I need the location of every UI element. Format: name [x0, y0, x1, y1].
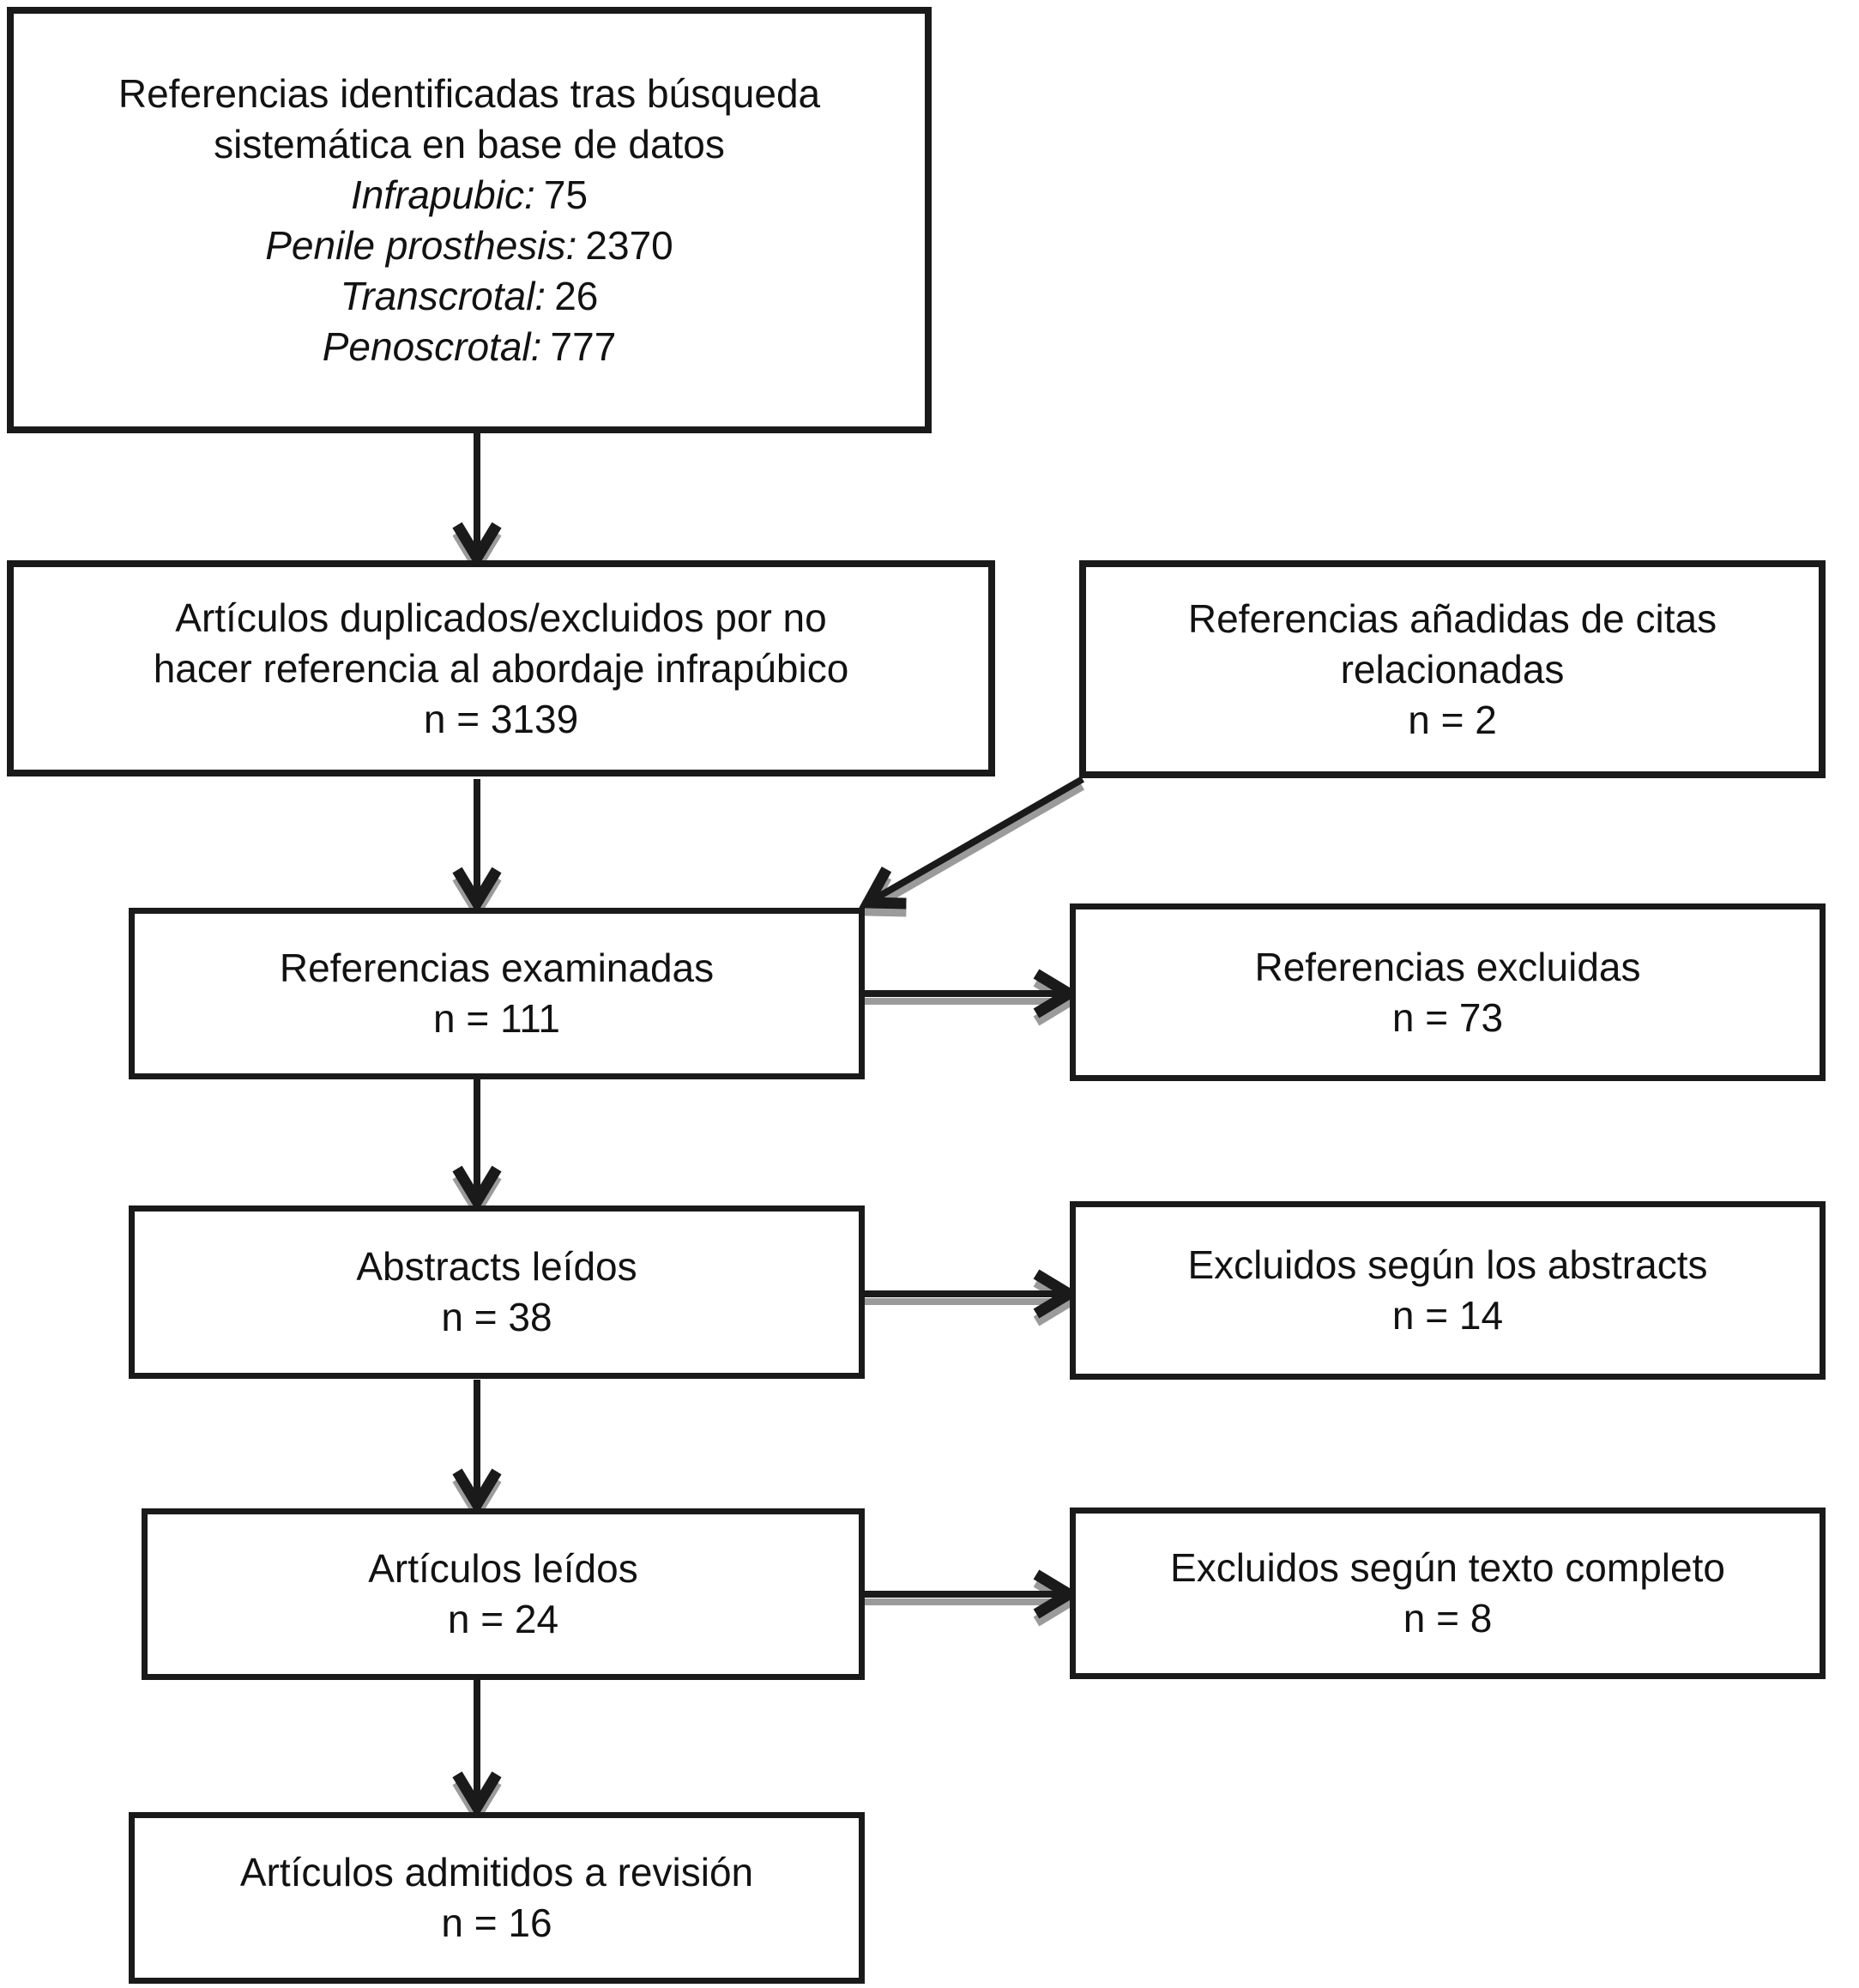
box-text-line: sistemática en base de datos	[214, 121, 725, 166]
count-line: n = 73	[1391, 994, 1504, 1040]
box-text-line: Referencias añadidas de citas	[1187, 595, 1717, 641]
identified-references-box: Referencias identificadas tras búsqueda …	[7, 7, 932, 433]
box-text-line: Artículos duplicados/excluidos por no	[175, 595, 827, 640]
down-arrow-duplicates-to-examined	[452, 779, 502, 921]
down-arrow-identified-to-duplicates	[452, 433, 502, 577]
search-term-line: Penoscrotal:777	[322, 323, 617, 369]
box-text-line: Artículos leídos	[368, 1546, 638, 1591]
excluded-references-box: Referencias excluidas n = 73	[1070, 903, 1826, 1081]
examined-references-box: Referencias examinadas n = 111	[129, 908, 865, 1079]
box-text-line: Abstracts leídos	[356, 1244, 637, 1289]
box-text-line: Artículos admitidos a revisión	[239, 1850, 754, 1894]
down-arrow-abstracts-to-articles	[452, 1380, 502, 1523]
count-line: n = 24	[447, 1597, 559, 1641]
box-text-line: Referencias examinadas	[279, 946, 715, 990]
box-text-line: Referencias identificadas tras búsqueda	[118, 70, 821, 116]
count-line: n = 111	[433, 996, 560, 1041]
box-text-line: Excluidos según texto completo	[1170, 1545, 1725, 1590]
right-arrow-examined-to-excluded	[865, 969, 1080, 1026]
abstracts-read-box: Abstracts leídos n = 38	[129, 1205, 865, 1379]
search-term-line: Transcrotal:26	[340, 273, 599, 318]
box-text-line: hacer referencia al abordaje infrapúbico	[153, 645, 849, 691]
count-line: n = 3139	[423, 696, 579, 741]
count-line: n = 2	[1408, 697, 1497, 742]
count-line: n = 38	[441, 1295, 552, 1339]
admitted-articles-box: Artículos admitidos a revisión n = 16	[129, 1812, 865, 1984]
box-text-line: relacionadas	[1340, 646, 1565, 692]
count-line: n = 14	[1391, 1293, 1504, 1338]
search-term-line: Infrapubic:75	[350, 172, 588, 217]
duplicates-excluded-box: Artículos duplicados/excluidos por no ha…	[7, 560, 995, 776]
count-line: n = 8	[1403, 1596, 1493, 1641]
box-text-line: Excluidos según los abstracts	[1187, 1242, 1708, 1287]
articles-read-box: Artículos leídos n = 24	[142, 1508, 865, 1680]
box-text-line: Referencias excluidas	[1254, 944, 1641, 989]
excluded-abstracts-box: Excluidos según los abstracts n = 14	[1070, 1201, 1826, 1380]
down-arrow-articles-to-admitted	[452, 1680, 502, 1826]
excluded-fulltext-box: Excluidos según texto completo n = 8	[1070, 1508, 1826, 1679]
count-line: n = 16	[441, 1900, 552, 1945]
down-arrow-examined-to-abstracts	[452, 1079, 502, 1220]
search-term-line: Penile prosthesis:2370	[265, 222, 673, 268]
added-references-box: Referencias añadidas de citas relacionad…	[1079, 560, 1826, 778]
right-arrow-articles-to-excluded	[865, 1569, 1080, 1627]
right-arrow-abstracts-to-excluded	[865, 1269, 1080, 1326]
diagonal-arrow-added-to-examined	[859, 776, 1084, 917]
